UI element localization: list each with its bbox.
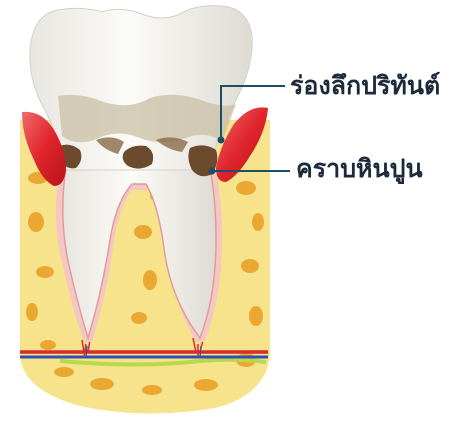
- pocket-leader-dot: [218, 137, 225, 144]
- tartar-leader-dot: [209, 168, 216, 175]
- periodontal-pocket-label: ร่องลึกปริทันต์: [290, 73, 440, 98]
- tartar-label: คราบหินปูน: [296, 156, 423, 181]
